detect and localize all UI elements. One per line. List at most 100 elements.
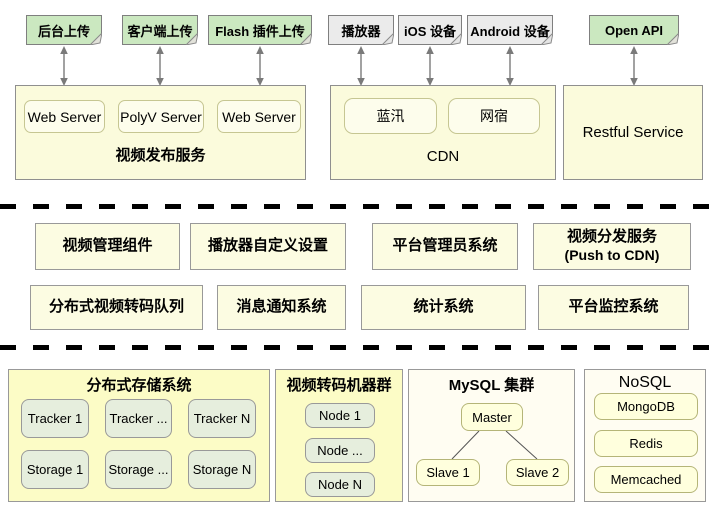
- node-label: Storage N: [192, 462, 252, 477]
- module-label: 统计系统: [413, 298, 474, 316]
- module-platform-admin: 平台管理员系统: [372, 223, 518, 270]
- note-ios-device: iOS 设备: [398, 15, 462, 45]
- node-node-n: Node N: [305, 472, 375, 497]
- double-arrow-icon: [506, 46, 514, 86]
- module-label: 视频分发服务: [566, 228, 657, 246]
- dashed-separator-top: [0, 204, 715, 209]
- module-sublabel: (Push to CDN): [564, 247, 660, 264]
- double-arrow-icon: [630, 46, 638, 86]
- node-chinacache: 蓝汛: [344, 98, 437, 134]
- node-web-server-1: Web Server: [24, 100, 105, 133]
- node-label: Storage 1: [26, 462, 84, 477]
- double-arrow-icon: [60, 46, 68, 86]
- module-video-distribution: 视频分发服务 (Push to CDN): [533, 223, 691, 270]
- node-label: Node 1: [319, 408, 361, 423]
- note-player: 播放器: [328, 15, 394, 45]
- cluster-transcode-machines: 视频转码机器群 Node 1 Node ... Node N: [275, 369, 403, 502]
- node-mysql-master: Master: [461, 403, 523, 431]
- folded-corner-icon: [186, 33, 198, 45]
- node-tracker-n: Tracker N: [188, 399, 256, 438]
- module-label: 平台管理员系统: [392, 237, 498, 255]
- node-label: Tracker N: [193, 411, 251, 426]
- module-player-custom-settings: 播放器自定义设置: [190, 223, 346, 270]
- node-label: Web Server: [27, 108, 102, 125]
- double-arrow-icon: [256, 46, 264, 86]
- node-label: Tracker ...: [109, 411, 168, 426]
- cluster-distributed-storage: 分布式存储系统 Tracker 1 Tracker ... Tracker N …: [8, 369, 270, 502]
- mysql-tree-lines: [451, 430, 538, 460]
- module-label: 播放器自定义设置: [207, 237, 328, 255]
- note-backend-upload: 后台上传: [26, 15, 102, 45]
- node-polyv-server: PolyV Server: [118, 100, 204, 133]
- node-label: 蓝汛: [376, 108, 405, 124]
- folded-corner-icon: [667, 33, 679, 45]
- folded-corner-icon: [450, 33, 462, 45]
- panel-cdn: 蓝汛 网宿 CDN: [330, 85, 556, 180]
- double-arrow-icon: [357, 46, 365, 86]
- panel-title: CDN: [426, 148, 460, 165]
- note-label: Flash 插件上传: [215, 23, 305, 39]
- cluster-title: MySQL 集群: [448, 377, 535, 394]
- folded-corner-icon: [382, 33, 394, 45]
- note-label: iOS 设备: [403, 23, 456, 39]
- node-label: Memcached: [610, 472, 682, 487]
- node-label: Node N: [317, 477, 363, 492]
- node-storage-1: Storage 1: [21, 450, 89, 489]
- note-flash-upload: Flash 插件上传: [208, 15, 312, 45]
- module-label: 平台监控系统: [568, 298, 659, 316]
- panel-title: 视频发布服务: [115, 147, 206, 164]
- cluster-title: 视频转码机器群: [286, 377, 392, 394]
- node-label: Tracker 1: [27, 411, 83, 426]
- node-mongodb: MongoDB: [594, 393, 698, 420]
- node-mysql-slave-1: Slave 1: [416, 459, 480, 486]
- module-label: 视频管理组件: [62, 237, 153, 255]
- node-label: Slave 1: [426, 465, 470, 480]
- panel-title: Restful Service: [582, 124, 684, 141]
- module-label: 消息通知系统: [236, 298, 327, 316]
- dashed-separator-bottom: [0, 345, 715, 350]
- panel-video-publish-service: Web Server PolyV Server Web Server 视频发布服…: [15, 85, 306, 180]
- module-video-management: 视频管理组件: [35, 223, 180, 270]
- node-node-1: Node 1: [305, 403, 375, 428]
- module-message-notification: 消息通知系统: [217, 285, 346, 330]
- node-label: Slave 2: [515, 465, 560, 480]
- folded-corner-icon: [300, 33, 312, 45]
- node-label: Master: [472, 409, 512, 425]
- module-label: 分布式视频转码队列: [48, 298, 184, 316]
- cluster-nosql: NoSQL MongoDB Redis Memcached: [584, 369, 706, 502]
- panel-restful-service: Restful Service: [563, 85, 703, 180]
- note-label: 客户端上传: [127, 23, 193, 39]
- cluster-mysql: MySQL 集群 Master Slave 1 Slave 2: [408, 369, 575, 502]
- node-label: Node ...: [317, 443, 363, 458]
- node-storage-n: Storage N: [188, 450, 256, 489]
- module-transcode-queue: 分布式视频转码队列: [30, 285, 203, 330]
- double-arrow-icon: [156, 46, 164, 86]
- cluster-title: 分布式存储系统: [86, 377, 192, 394]
- node-mysql-slave-2: Slave 2: [506, 459, 569, 486]
- node-label: Web Server: [222, 108, 296, 125]
- node-redis: Redis: [594, 430, 698, 457]
- node-label: Storage ...: [108, 462, 169, 477]
- node-label: PolyV Server: [120, 108, 202, 125]
- node-storage-dots: Storage ...: [105, 450, 172, 489]
- note-client-upload: 客户端上传: [122, 15, 198, 45]
- folded-corner-icon: [541, 33, 553, 45]
- node-wangsu: 网宿: [448, 98, 540, 134]
- note-open-api: Open API: [589, 15, 679, 45]
- note-label: 后台上传: [37, 23, 90, 39]
- node-web-server-2: Web Server: [217, 100, 301, 133]
- node-node-dots: Node ...: [305, 438, 375, 463]
- node-label: Redis: [629, 436, 663, 451]
- cluster-title: NoSQL: [618, 374, 672, 391]
- note-label: Android 设备: [470, 23, 550, 39]
- node-label: MongoDB: [617, 399, 675, 414]
- note-label: 播放器: [341, 23, 381, 39]
- node-memcached: Memcached: [594, 466, 698, 493]
- node-label: 网宿: [480, 108, 508, 124]
- folded-corner-icon: [90, 33, 102, 45]
- note-android-device: Android 设备: [467, 15, 553, 45]
- module-statistics: 统计系统: [361, 285, 526, 330]
- note-label: Open API: [604, 22, 664, 38]
- double-arrow-icon: [426, 46, 434, 86]
